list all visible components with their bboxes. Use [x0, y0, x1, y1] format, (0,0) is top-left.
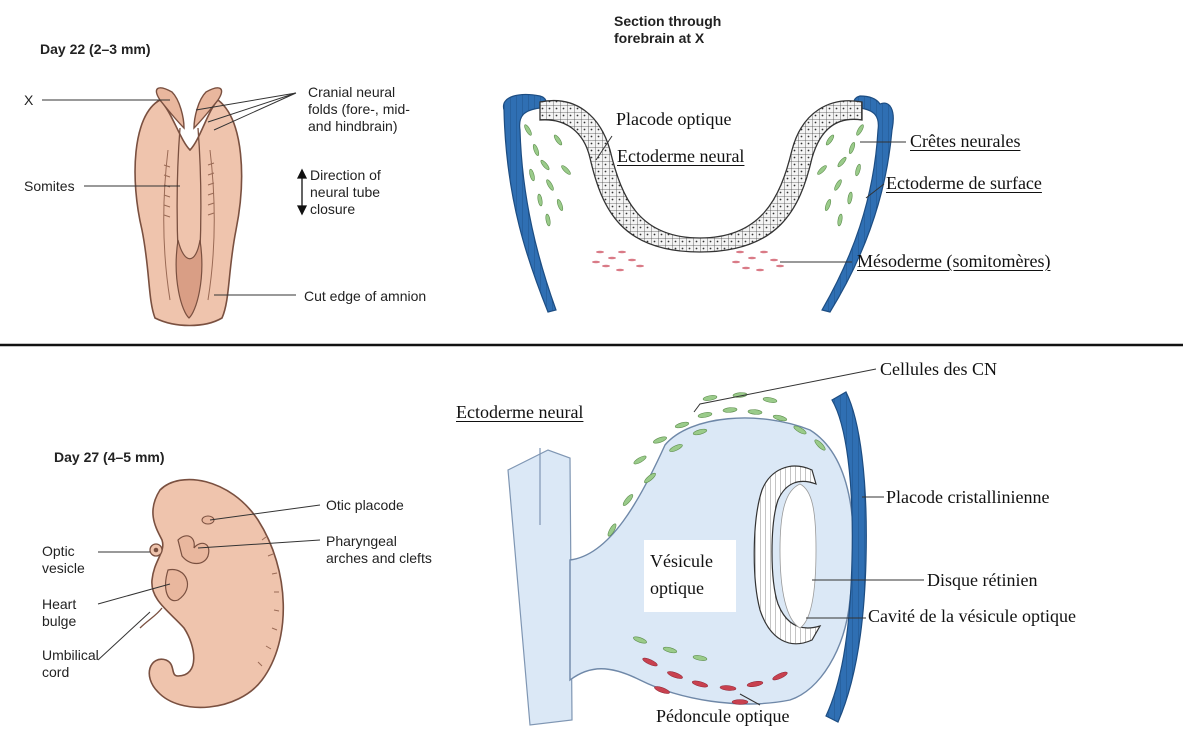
label-heart-bulge: Heart bulge — [42, 596, 76, 630]
label-mesoderme: Mésoderme (somitomères) — [857, 251, 1050, 272]
label-otic-placode: Otic placode — [326, 497, 404, 514]
day22-embryo — [135, 88, 242, 326]
day27-title: Day 27 (4–5 mm) — [54, 449, 165, 466]
label-placode-cristallinienne: Placode cristallinienne — [886, 487, 1049, 508]
day27-embryo — [140, 480, 283, 708]
day22-title: Day 22 (2–3 mm) — [40, 41, 151, 58]
label-pedoncule-optique: Pédoncule optique — [656, 706, 789, 727]
label-cavite-vesicule: Cavité de la vésicule optique — [868, 606, 1076, 627]
label-placode-optique: Placode optique — [616, 109, 731, 130]
label-somites: Somites — [24, 178, 75, 195]
label-vesicule-optique: Vésicule optique — [650, 548, 713, 602]
direction-arrow — [298, 170, 306, 214]
label-x-marker: X — [24, 92, 33, 109]
label-cretes-neurales: Crêtes neurales — [910, 131, 1020, 152]
section-title: Section through forebrain at X — [614, 13, 721, 47]
label-optic-vesicle: Optic vesicle — [42, 543, 85, 577]
label-ectoderme-surface: Ectoderme de surface — [886, 173, 1042, 194]
label-umbilical-cord: Umbilical cord — [42, 647, 99, 681]
label-pharyngeal-arches: Pharyngeal arches and clefts — [326, 533, 432, 567]
label-cellules-cn: Cellules des CN — [880, 359, 997, 380]
label-direction-closure: Direction of neural tube closure — [310, 167, 381, 218]
label-ectoderme-neural-top: Ectoderme neural — [617, 146, 744, 167]
label-ectoderme-neural-bottom: Ectoderme neural — [456, 402, 583, 423]
label-cut-edge-amnion: Cut edge of amnion — [304, 288, 426, 305]
label-disque-retinien: Disque rétinien — [927, 570, 1037, 591]
label-cranial-neural-folds: Cranial neural folds (fore-, mid- and hi… — [308, 84, 410, 135]
